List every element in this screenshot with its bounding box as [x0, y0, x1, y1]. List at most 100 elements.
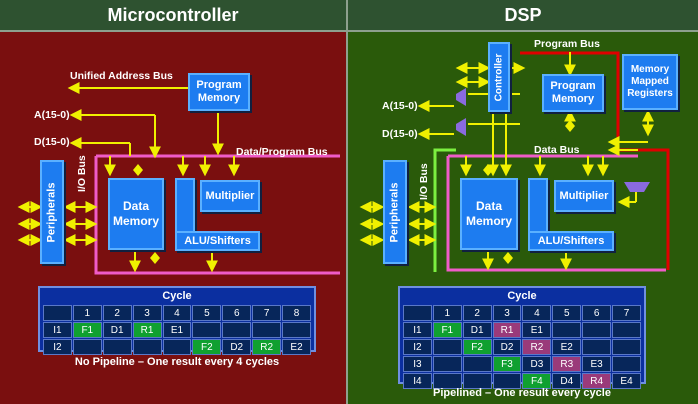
mc-cycle-stage-cell — [162, 339, 192, 355]
dsp-io-bus-label: I/O Bus — [418, 163, 430, 200]
dsp-multiplier-block: Multiplier — [554, 180, 614, 212]
microcontroller-wires — [17, 82, 340, 275]
mc-cycle-stage-cell — [132, 339, 162, 355]
dsp-data-memory-block: Data Memory — [460, 178, 518, 250]
data-bus-label: Data Bus — [534, 144, 580, 156]
multiplier-block: Multiplier — [200, 180, 260, 212]
dsp-cycle-stage-cell: R1 — [492, 322, 522, 338]
controller-block: Controller — [488, 42, 510, 112]
dsp-cycle-stage-cell — [492, 373, 522, 389]
controller-label: Controller — [493, 53, 505, 101]
mc-cycle-stage-cell — [282, 322, 311, 338]
dsp-a-bus-label: A(15-0) — [382, 100, 418, 112]
mc-cycle-header-cell: 5 — [192, 305, 222, 321]
dsp-program-memory-block: Program Memory — [542, 74, 604, 112]
program-bus-label: Program Bus — [534, 38, 600, 50]
mc-cycle-stage-cell — [192, 322, 222, 338]
mc-cycle-stage-cell: D2 — [222, 339, 252, 355]
dsp-cycle-row-name: I2 — [403, 339, 432, 355]
mc-cycle-stage-cell: F1 — [72, 322, 102, 338]
dsp-cycle-stage-cell — [462, 373, 492, 389]
dsp-cycle-stage-cell: R2 — [522, 339, 552, 355]
dsp-cycle-stage-cell: R3 — [552, 356, 582, 372]
dsp-cycle-stage-cell — [612, 356, 641, 372]
dsp-panel: DSP — [348, 0, 698, 404]
dsp-cycle-stage-cell: E3 — [582, 356, 612, 372]
mc-cycle-stage-cell — [252, 322, 282, 338]
dsp-cycle-header-cell: 4 — [522, 305, 552, 321]
mc-cycle-stage-cell — [102, 339, 132, 355]
mc-cycle-header-cell — [43, 305, 72, 321]
d-bus-label: D(15-0) — [34, 136, 70, 148]
dsp-alu-shifters-block: ALU/Shifters — [528, 231, 614, 251]
mc-cycle-stage-cell — [72, 339, 102, 355]
dsp-cycle-header-cell: 3 — [492, 305, 522, 321]
dsp-cycle-stage-cell — [612, 339, 641, 355]
dsp-cycle-stage-cell: E4 — [612, 373, 641, 389]
dsp-cycle-header-cell: 6 — [582, 305, 612, 321]
dsp-cycle-stage-cell: E2 — [552, 339, 582, 355]
mc-cycle-stage-cell — [222, 322, 252, 338]
dsp-cycle-header-cell: 5 — [552, 305, 582, 321]
a-bus-label: A(15-0) — [34, 109, 70, 121]
dsp-cycle-stage-cell: F4 — [522, 373, 552, 389]
dsp-cycle-row-name: I3 — [403, 356, 432, 372]
alu-shifters-block: ALU/Shifters — [175, 231, 260, 251]
unified-address-bus-label: Unified Address Bus — [70, 70, 173, 82]
dsp-cycle-stage-cell — [552, 322, 582, 338]
dsp-body: Program Bus A(15-0) D(15-0) Data Bus I/O… — [348, 32, 698, 404]
dsp-cycle-stage-cell: D4 — [552, 373, 582, 389]
dsp-cycle-row-name: I4 — [403, 373, 432, 389]
dsp-cycle-stage-cell: D1 — [462, 322, 492, 338]
mc-cycle-stage-cell: E2 — [282, 339, 311, 355]
mc-cycle-header-cell: 7 — [252, 305, 282, 321]
dsp-cycle-stage-cell: F1 — [432, 322, 462, 338]
mc-cycle-stage-cell: F2 — [192, 339, 222, 355]
peripherals-block: Peripherals — [40, 160, 64, 264]
cycle-title: Cycle — [162, 290, 192, 302]
io-bus-label: I/O Bus — [76, 155, 88, 192]
dsp-title: DSP — [348, 0, 698, 32]
dsp-d-bus-label: D(15-0) — [382, 128, 418, 140]
mc-cycle-row-name: I1 — [43, 322, 72, 338]
dsp-cycle-header-cell: 1 — [432, 305, 462, 321]
dsp-cycle-header-cell: 2 — [462, 305, 492, 321]
mc-cycle-header-cell: 6 — [222, 305, 252, 321]
no-pipeline-caption: No Pipeline – One result every 4 cycles — [74, 356, 280, 368]
dsp-cycle-stage-cell — [612, 322, 641, 338]
dsp-cycle-stage-cell — [582, 322, 612, 338]
mc-cycle-stage-cell: D1 — [102, 322, 132, 338]
dsp-cycle-stage-cell — [462, 356, 492, 372]
dsp-peripherals-block: Peripherals — [383, 160, 407, 264]
dsp-cycle-row-name: I1 — [403, 322, 432, 338]
dsp-cycle-stage-cell: F3 — [492, 356, 522, 372]
mc-cycle-header-cell: 4 — [162, 305, 192, 321]
microcontroller-title: Microcontroller — [0, 0, 346, 32]
data-program-bus-label: Data/Program Bus — [236, 146, 328, 158]
mc-cycle-header-cell: 3 — [132, 305, 162, 321]
dsp-cycle-stage-cell: D2 — [492, 339, 522, 355]
mc-cycle-stage-cell: R1 — [132, 322, 162, 338]
dsp-cycle-stage-cell: R4 — [582, 373, 612, 389]
program-memory-block: Program Memory — [188, 73, 250, 111]
peripherals-label: Peripherals — [45, 182, 58, 242]
dsp-cycle-stage-cell: E1 — [522, 322, 552, 338]
mc-cycle-header-cell: 8 — [282, 305, 311, 321]
mc-cycle-row-name: I2 — [43, 339, 72, 355]
dsp-cycle-stage-cell: F2 — [462, 339, 492, 355]
dsp-peripherals-label: Peripherals — [388, 182, 401, 242]
data-memory-block: Data Memory — [108, 178, 164, 250]
mc-cycle-header-cell: 1 — [72, 305, 102, 321]
dsp-cycle-title: Cycle — [507, 290, 537, 302]
mc-cycle-stage-cell: R2 — [252, 339, 282, 355]
dsp-cycle-header-cell — [403, 305, 432, 321]
